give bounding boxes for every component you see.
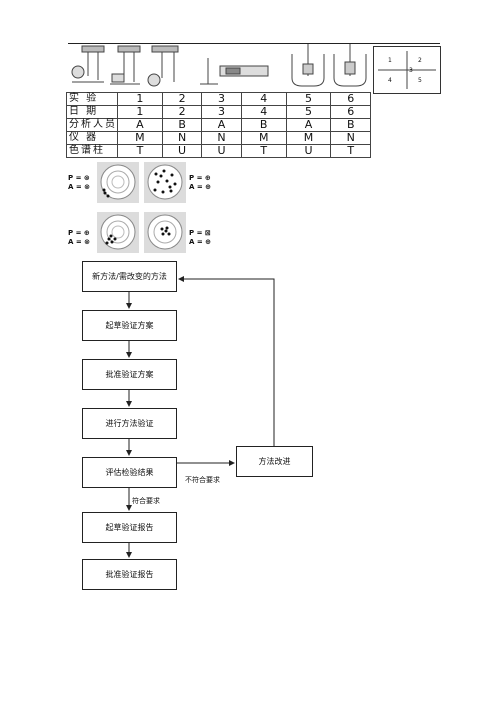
dish-4 xyxy=(144,212,186,253)
table-cell: U xyxy=(285,144,332,158)
flow-step-new-method: 新方法/需改变的方法 xyxy=(82,261,177,292)
dish-3-a-label: A = ⊗ xyxy=(68,238,91,246)
dish-4-legend: P = ⊠ A = ⊕ xyxy=(189,229,211,247)
dish-2-legend: P = ⊕ A = ⊕ xyxy=(189,174,211,192)
flow-step-evaluate-results: 评估检验结果 xyxy=(82,457,177,488)
dish-3 xyxy=(97,212,139,253)
header-rule xyxy=(68,43,440,44)
flow-step-method-improvement: 方法改进 xyxy=(236,446,313,477)
dish-2-a-label: A = ⊕ xyxy=(189,183,212,191)
vessel-6-icon xyxy=(333,44,367,87)
flow-step-perform-validation: 进行方法验证 xyxy=(82,408,177,439)
dissolution-apparatus-3-icon xyxy=(147,45,179,87)
probe-sampler-icon xyxy=(200,58,269,85)
grid-pos-1: 1 xyxy=(388,57,392,64)
flow-step-approve-protocol: 批准验证方案 xyxy=(82,359,177,390)
dissolution-apparatus-1-icon xyxy=(71,45,105,83)
dish-3-legend: P = ⊕ A = ⊗ xyxy=(68,229,90,247)
dish-2 xyxy=(144,162,186,203)
dish-1-a-label: A = ⊗ xyxy=(68,183,91,191)
position-grid: 1 2 3 4 5 xyxy=(373,46,441,94)
dish-2-p-label: P = ⊕ xyxy=(189,174,211,182)
table-cell: T xyxy=(330,144,371,158)
table-cell: T xyxy=(117,144,163,158)
instrument-illustrations xyxy=(71,44,367,87)
grid-pos-3: 3 xyxy=(409,67,413,74)
dish-4-a-label: A = ⊕ xyxy=(189,238,212,246)
flow-step-draft-report: 起草验证报告 xyxy=(82,512,177,543)
grid-pos-5: 5 xyxy=(418,77,422,84)
table-cell: M xyxy=(285,131,332,145)
dish-1-legend: P = ⊗ A = ⊗ xyxy=(68,174,90,192)
vessel-5-icon xyxy=(291,44,325,87)
table-cell: U xyxy=(201,144,242,158)
flow-step-approve-report: 批准验证报告 xyxy=(82,559,177,590)
dish-1 xyxy=(97,162,139,203)
dish-3-p-label: P = ⊕ xyxy=(68,229,90,237)
flow-label-compliant: 符合要求 xyxy=(132,497,160,505)
dish-4-p-label: P = ⊠ xyxy=(189,229,211,237)
grid-pos-2: 2 xyxy=(418,57,422,64)
row-label: 色谱柱 xyxy=(66,144,118,158)
dish-1-p-label: P = ⊗ xyxy=(68,174,90,182)
grid-pos-4: 4 xyxy=(388,77,392,84)
flow-label-not-compliant: 不符合要求 xyxy=(185,476,220,484)
dissolution-apparatus-2-icon xyxy=(110,45,141,85)
flow-step-draft-protocol: 起草验证方案 xyxy=(82,310,177,341)
